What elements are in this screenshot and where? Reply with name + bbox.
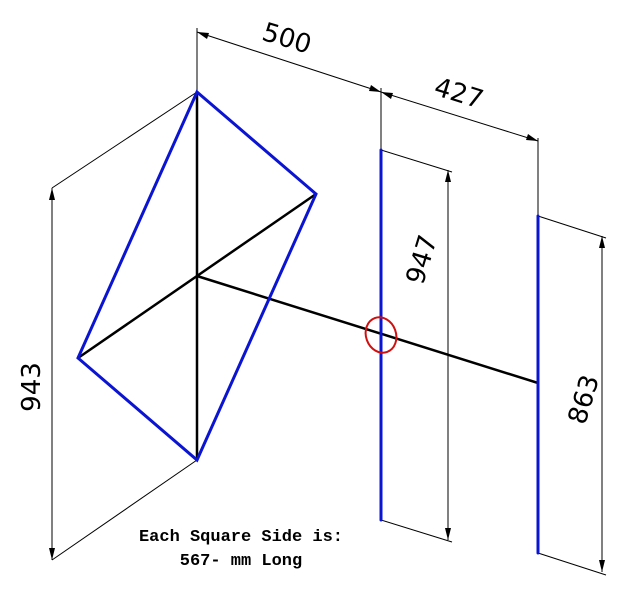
dimension-lines	[51, 28, 607, 576]
frame-cross-arms	[76, 90, 540, 462]
note-line-1: Each Square Side is:	[139, 528, 343, 547]
dimension-arrowheads	[49, 32, 605, 572]
dim-947-label: 947	[401, 232, 444, 288]
note-line-2: 567- mm Long	[180, 552, 302, 571]
dim-943-label: 943	[17, 362, 47, 412]
dim-500-label: 500	[259, 17, 315, 60]
dim-863-label: 863	[563, 372, 606, 428]
dim-427-label: 427	[431, 72, 487, 115]
blue-square-loop	[76, 89, 318, 463]
square-side-note: Each Square Side is: 567- mm Long	[139, 528, 343, 571]
intersection-highlight-circle	[364, 316, 398, 354]
